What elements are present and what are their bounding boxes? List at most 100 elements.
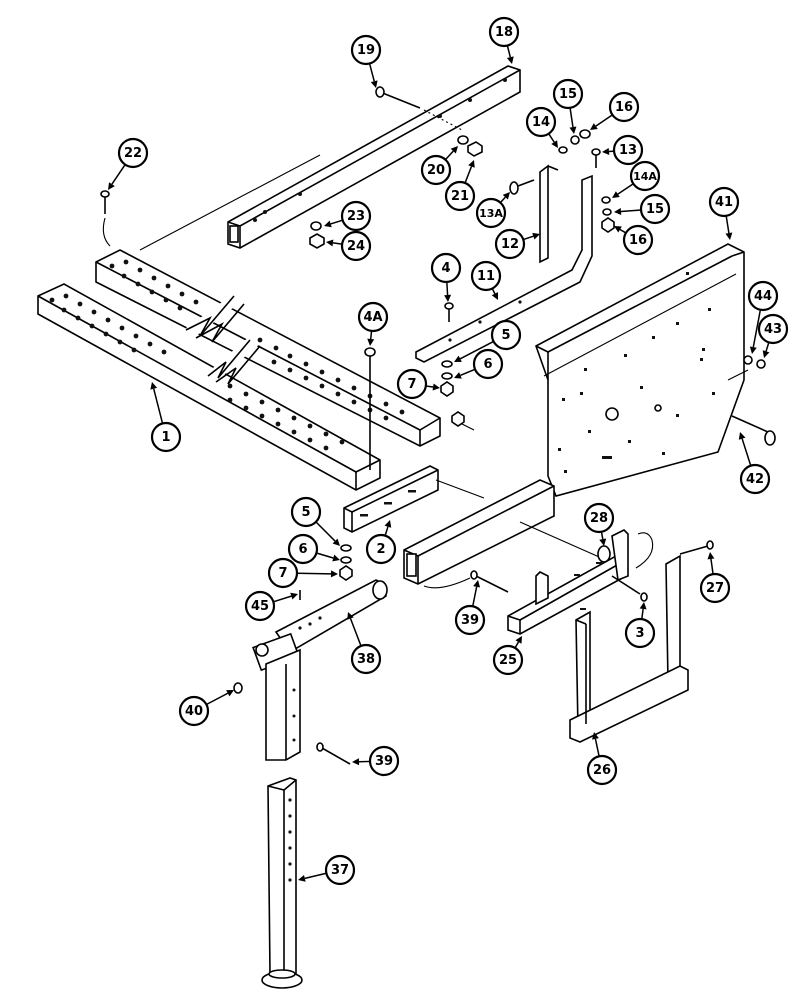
callout-leader [620, 209, 642, 213]
callout-leader [641, 608, 644, 620]
callout-leader [617, 183, 634, 195]
callout-label: 14 [532, 115, 550, 130]
callout-arrowhead [454, 355, 462, 362]
washer-part-14 [558, 146, 568, 154]
callout-arrowhead [384, 520, 392, 528]
callout-label: 43 [764, 322, 782, 337]
callout-label: 37 [331, 863, 349, 878]
bolt-part-13 [591, 148, 601, 168]
callout-leader [514, 641, 520, 649]
callout-27: 27 [699, 552, 731, 604]
callout-arrowhead [569, 126, 577, 134]
callout-leader [444, 150, 454, 161]
bolt-part-27 [679, 540, 714, 555]
callout-28: 28 [583, 502, 615, 546]
callout-label: 11 [477, 269, 495, 284]
callout-circle [552, 78, 584, 110]
callout-leader [594, 738, 600, 757]
step-frame-part-26 [569, 554, 689, 743]
pin-part-42 [731, 415, 776, 446]
callout-39: 39 [454, 580, 486, 636]
callout-leader [304, 872, 327, 880]
callout-label: 27 [706, 581, 724, 596]
callout-leader [425, 385, 434, 388]
callout-label: 44 [754, 289, 772, 304]
callout-arrowhead [599, 538, 607, 546]
callout-arrowhead [614, 207, 622, 215]
callout-20: 20 [420, 146, 458, 186]
callout-leader [752, 309, 762, 348]
callout-circle [699, 572, 731, 604]
callout-11: 11 [470, 260, 502, 300]
callout-leader [472, 586, 478, 607]
washer-part-6-right [441, 372, 453, 380]
callout-arrowhead [612, 191, 620, 198]
callout-leader [595, 114, 613, 127]
callout-circle [430, 252, 462, 284]
callout-43: 43 [757, 313, 789, 358]
callout-leader [273, 595, 292, 603]
callout-45: 45 [244, 590, 298, 622]
callout-circle [586, 754, 618, 786]
callout-circle [488, 16, 520, 48]
callout-arrowhead [332, 554, 340, 562]
callout-label: 41 [715, 195, 733, 210]
callout-leader [111, 164, 126, 185]
step-board-part [37, 249, 441, 491]
callout-3: 3 [624, 602, 656, 649]
callout-arrowhead [551, 140, 558, 148]
callout-leader [384, 526, 389, 536]
strap-part-12 [539, 164, 559, 264]
callout-2: 2 [365, 520, 397, 565]
callout-arrowhead [450, 146, 458, 154]
hinge-part-28 [597, 529, 629, 582]
callout-leader [460, 368, 476, 377]
callout-circle [324, 854, 356, 886]
callout-leader [548, 133, 555, 143]
callout-arrowhead [290, 592, 298, 600]
callout-circle [470, 260, 502, 292]
callout-leader [316, 552, 334, 559]
callout-label: 3 [635, 626, 644, 641]
washer-part-20 [457, 135, 469, 145]
callout-leader [499, 196, 506, 204]
washer-part-23 [310, 221, 322, 231]
callout-circle [525, 106, 557, 138]
callout-leader [506, 45, 512, 58]
callout-leader [464, 166, 473, 184]
callout-label: 23 [347, 209, 365, 224]
callout-24: 24 [326, 230, 372, 262]
callout-label: 7 [278, 566, 287, 581]
callout-circle [150, 421, 182, 453]
callout-label: 13A [479, 207, 503, 220]
callout-40: 40 [178, 690, 234, 727]
callout-arrowhead [370, 80, 378, 88]
callout-19: 19 [350, 34, 382, 88]
callout-4: 4 [430, 252, 462, 302]
callout-circle [629, 160, 661, 192]
washer-part-5-right [441, 360, 453, 368]
callout-label: 18 [495, 25, 513, 40]
callout-label: 15 [559, 87, 577, 102]
callout-label: 5 [301, 505, 310, 520]
callout-circle [444, 180, 476, 212]
nut-on-board [451, 411, 465, 427]
callout-circle [494, 228, 526, 260]
callout-16: 16 [614, 224, 654, 256]
callout-arrowhead [108, 182, 115, 190]
callout-label: 16 [615, 100, 633, 115]
callout-arrowhead [468, 160, 475, 168]
callout-arrowhead [324, 220, 332, 228]
callout-leader [369, 330, 373, 340]
callout-circle [368, 745, 400, 777]
callout-label: 15 [646, 202, 664, 217]
callout-label: 38 [357, 652, 375, 667]
callout-leader [741, 438, 752, 466]
callout-arrowhead [367, 338, 375, 346]
callout-label: 5 [501, 328, 510, 343]
callout-1: 1 [150, 382, 182, 453]
plate-part-2 [343, 465, 439, 533]
callout-label: 6 [483, 357, 492, 372]
callout-circle [290, 496, 322, 528]
callout-leader [368, 63, 375, 82]
